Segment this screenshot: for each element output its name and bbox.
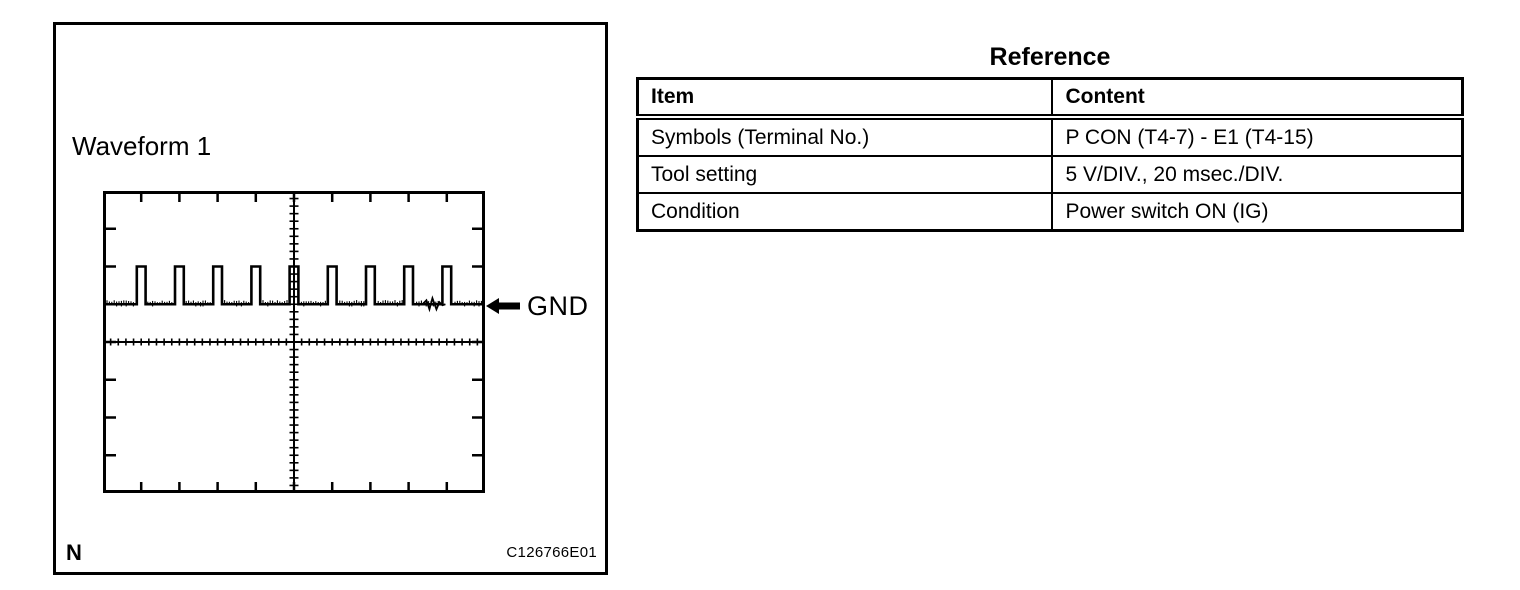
gnd-annotation: GND (486, 288, 589, 324)
oscilloscope-grid (103, 191, 485, 493)
table-row: Symbols (Terminal No.) P CON (T4-7) - E1… (636, 116, 1464, 157)
table-row: Tool setting 5 V/DIV., 20 msec./DIV. (636, 155, 1464, 194)
waveform-title: Waveform 1 (72, 131, 212, 161)
gnd-label: GND (527, 290, 589, 321)
item-cell: Tool setting (636, 155, 1054, 194)
reference-section: Reference Item Content Symbols (Terminal… (636, 42, 1464, 232)
waveform-figure-panel: Waveform 1 GND N C126766E01 (53, 22, 608, 575)
item-cell: Symbols (Terminal No.) (636, 116, 1054, 157)
header-row: Item Content (636, 77, 1464, 120)
left-arrow-icon (486, 298, 520, 314)
table-row: Condition Power switch ON (IG) (636, 192, 1464, 232)
reference-title: Reference (989, 43, 1111, 71)
content-cell: 5 V/DIV., 20 msec./DIV. (1051, 155, 1464, 194)
content-cell: P CON (T4-7) - E1 (T4-15) (1051, 116, 1464, 157)
content-cell: Power switch ON (IG) (1051, 192, 1464, 232)
column-header-item: Item (636, 77, 1054, 120)
figure-code: C126766E01 (506, 544, 597, 561)
column-header-content: Content (1051, 77, 1464, 120)
figure-footer-left: N (66, 540, 82, 565)
item-cell: Condition (636, 192, 1054, 232)
reference-table: Item Content Symbols (Terminal No.) P CO… (636, 77, 1464, 232)
